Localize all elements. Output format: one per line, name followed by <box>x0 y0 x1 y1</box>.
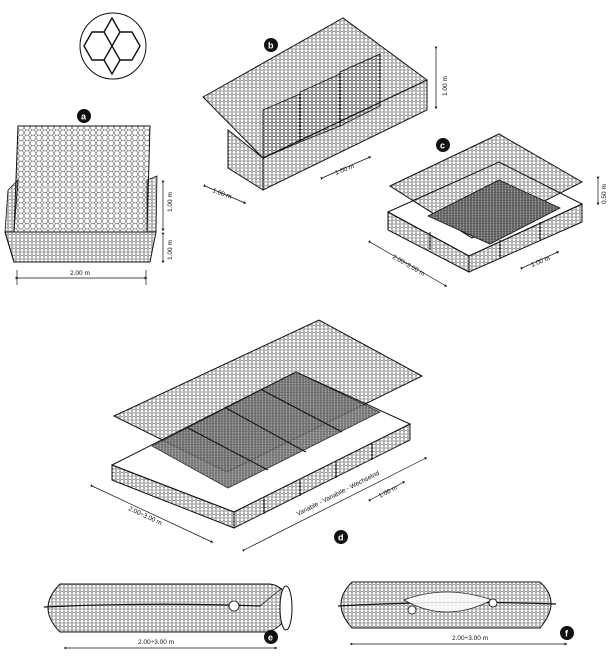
figure-a: 2.00 m 1.00 m 1.00 m a <box>4 109 174 285</box>
figure-b: 1.00 m 1.00 m 1.00 m b <box>202 17 449 204</box>
figure-c: 0.50 m 2.00÷3.00 m 1.00 m c <box>368 133 608 287</box>
dim-e-length: 2.00÷3.00 m <box>138 639 174 646</box>
mesh-detail <box>79 12 147 80</box>
dim-b-height: 1.00 m <box>442 76 449 96</box>
dim-c-spacing: 1.00 m <box>530 255 551 269</box>
figure-e: 2.00÷3.00 m e <box>43 583 293 650</box>
label-e: e <box>268 633 273 643</box>
dim-a-height-bottom: 1.00 m <box>167 240 174 260</box>
dim-c-height: 0.50 m <box>601 184 608 204</box>
label-a: a <box>81 112 87 122</box>
label-b: b <box>268 41 274 51</box>
hexagonal-mesh-detail-icon <box>83 16 141 76</box>
label-f: f <box>565 629 569 639</box>
figure-f: 2.00÷3.00 m f <box>337 581 574 646</box>
dim-a-width: 2.00 m <box>70 270 90 277</box>
dim-d-spacing: 1.00 m <box>378 485 399 500</box>
label-d: d <box>338 533 344 543</box>
dim-b-width: 1.00 m <box>211 187 232 200</box>
label-c: c <box>440 141 445 151</box>
dim-f-length: 2.00÷3.00 m <box>452 635 488 642</box>
figure-d: 2.00÷3.00 m Variable - Variabile - Wechs… <box>90 319 428 552</box>
dim-a-height-top: 1.00 m <box>167 192 174 212</box>
dim-b-spacing: 1.00 m <box>334 163 355 177</box>
dim-c-length: 2.00÷3.00 m <box>391 254 426 278</box>
